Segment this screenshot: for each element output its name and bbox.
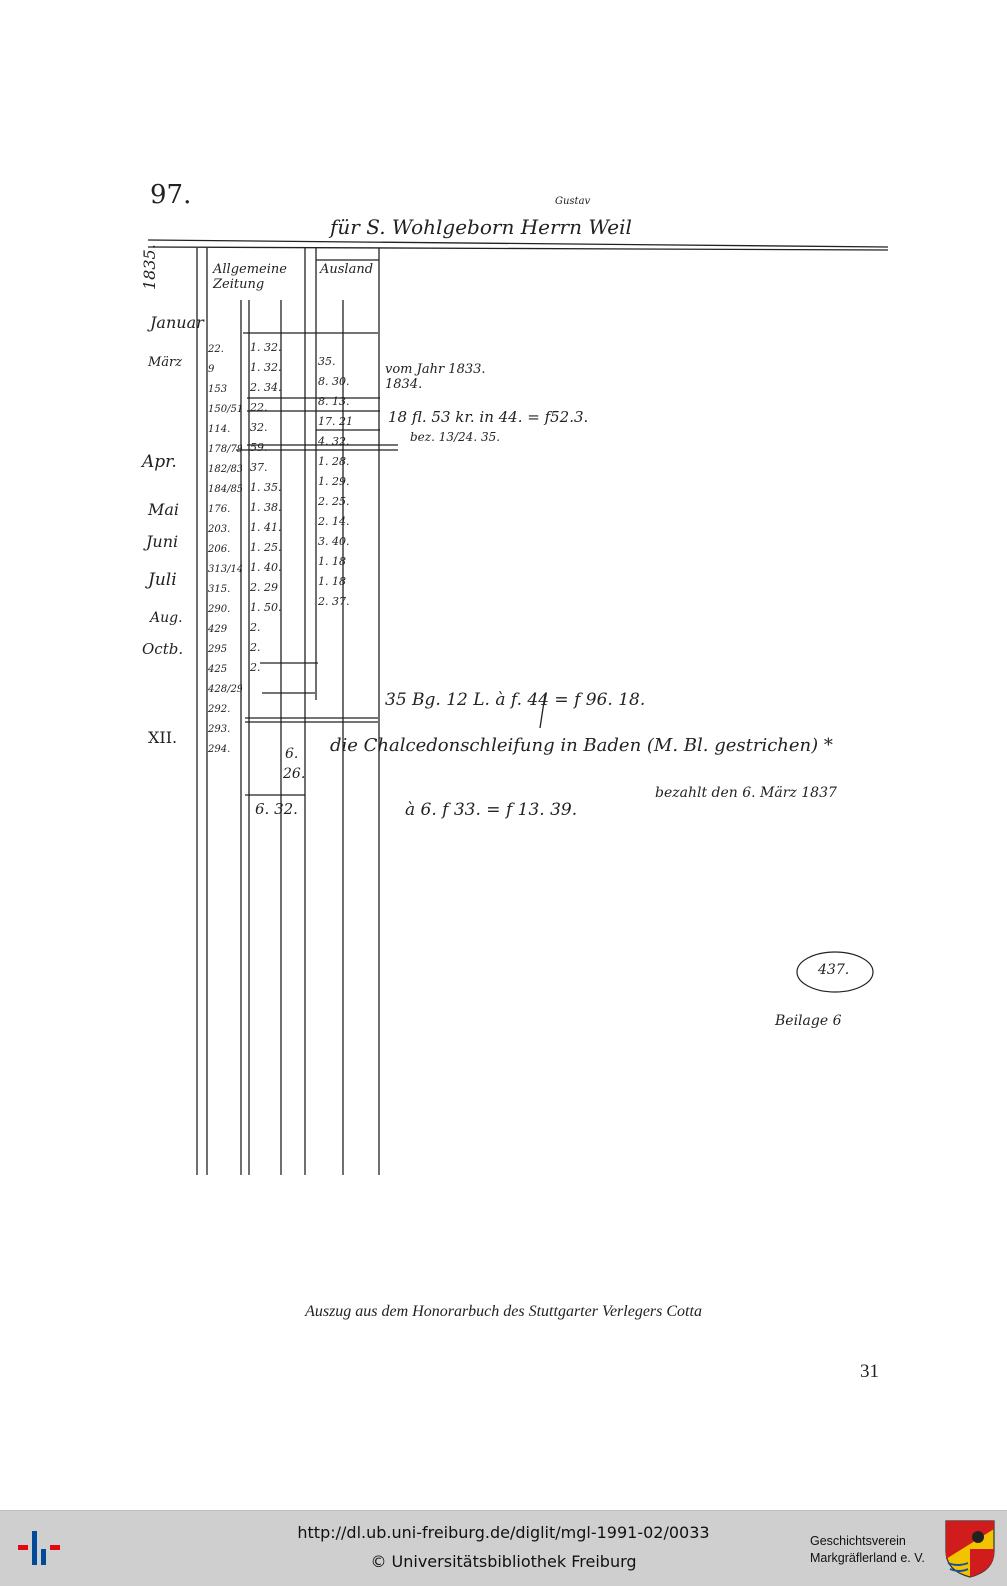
org-line-1: Geschichtsverein [810, 1534, 906, 1548]
org-line-2: Markgräflerland e. V. [810, 1551, 925, 1565]
ledger-entry: 182/83 [208, 464, 242, 475]
numbers-column: 22. 9 153 150/51 114. 178/79 182/83 184/85 176. 2… [208, 340, 242, 760]
ledger-entry: 22. [250, 401, 268, 414]
ledger-entry: 1. 50. [250, 601, 282, 614]
ledger-entry: 184/85 [208, 484, 242, 495]
heading: für S. Wohlgeborn Herrn Weil [330, 215, 632, 239]
ledger-entry: 1. 38. [250, 501, 282, 514]
heading-first-name: Gustav [555, 196, 591, 207]
ledger-entry: 17. 21 [318, 415, 353, 428]
col-header-2: Ausland [320, 262, 374, 277]
ledger-entry: 292. [208, 704, 231, 715]
ledger-entry: 32. [250, 421, 268, 434]
month-6: Juli [148, 570, 177, 590]
page-number: 31 [860, 1361, 879, 1382]
note-bez: bez. 13/24. 35. [410, 430, 501, 444]
amounts-column-2: 35. 8. 30. 8. 13. 17. 21 4. 32. 1. 28. 1. 29. 2… [318, 352, 378, 612]
caption: Auszug aus dem Honorarbuch des Stuttgart… [305, 1303, 702, 1320]
note-sum-xii-calc: à 6. f 33. = f 13. 39. [405, 800, 578, 820]
ub-freiburg-logo-icon[interactable] [18, 1527, 64, 1569]
month-7: Aug. [150, 610, 183, 626]
ledger-entry: 294. [208, 744, 231, 755]
ledger-entry: 313/14. [208, 564, 242, 575]
note-stamp: 437. [818, 962, 850, 978]
note-xii-amount-1: 6. [285, 746, 299, 762]
ledger-entry: 8. 30. [318, 375, 350, 388]
col-header-1: Allgemeine Zeitung [213, 262, 287, 292]
note-bezahlt: bezahlt den 6. März 1837 [655, 785, 837, 801]
ledger-entry: 176. [208, 504, 231, 515]
ledger-entry: 2. [250, 621, 261, 634]
footer-organization: Geschichtsverein Markgräflerland e. V. [810, 1533, 925, 1567]
ledger-entry: 37. [250, 461, 268, 474]
ledger-entry: 1. 35. [250, 481, 282, 494]
ledger-entry: 295 [208, 644, 228, 655]
ledger-entry: 1. 29. [318, 475, 350, 488]
note-beilage: Beilage 6 [775, 1013, 842, 1029]
ledger-entry: 35. [318, 355, 336, 368]
ledger-entry: 2. 14. [318, 515, 350, 528]
ledger-entry: 150/51 [208, 404, 242, 415]
note-sum-xii: 6. 32. [255, 800, 298, 818]
ledger-entry: 178/79 [208, 444, 242, 455]
month-3: Apr. [142, 452, 177, 472]
page-label: 97. [150, 180, 192, 210]
ledger-entry: 22. [208, 344, 224, 355]
ledger-entry: 1. 25. [250, 541, 282, 554]
ledger-entry: 59. [250, 441, 268, 454]
ledger-entry: 315. [208, 584, 231, 595]
note-total-1: 18 fl. 53 kr. in 44. = f52.3. [388, 408, 589, 426]
ledger-entry: 1. 32. [250, 341, 282, 354]
ledger-entry: 8. 13. [318, 395, 350, 408]
ledger-entry: 1. 18 [318, 575, 346, 588]
footer-url-link[interactable]: http://dl.ub.uni-freiburg.de/diglit/mgl-… [297, 1523, 710, 1542]
year: 1835. [140, 244, 159, 290]
scanned-page: 97. Gustav für S. Wohlgeborn Herrn Weil … [140, 180, 889, 1382]
ledger-entry: 3. 40. [318, 535, 350, 548]
month-1: Januar [150, 313, 204, 332]
ledger-entry: 2. 37. [318, 595, 350, 608]
month-8: Octb. [142, 640, 184, 658]
ledger-entry: 114. [208, 424, 231, 435]
ledger-entry: 9 [208, 364, 215, 375]
ledger-entry: 203. [208, 524, 231, 535]
ledger-lines [147, 239, 889, 1175]
note-jahre: vom Jahr 1833. 1834. [385, 362, 486, 392]
ledger-entry: 2. [250, 661, 261, 674]
ledger-entry: 428/29 [208, 684, 242, 695]
ledger-entry: 2. 29 [250, 581, 278, 594]
ledger-entry: 1. 32. [250, 361, 282, 374]
ledger-entry: 2. 25. [318, 495, 350, 508]
ledger-entry: 4. 32. [318, 435, 350, 448]
note-chalcedon: die Chalcedonschleifung in Baden (M. Bl.… [330, 735, 833, 756]
note-xii-amount-2: 26. [283, 766, 306, 782]
note-total-2: 35 Bg. 12 L. à f. 44 = f 96. 18. [385, 690, 646, 710]
ledger-entry: 1. 18 [318, 555, 346, 568]
ledger-entry: 293. [208, 724, 231, 735]
coat-of-arms-icon [945, 1520, 995, 1578]
ledger-entry: 2. 34. [250, 381, 282, 394]
ledger-entry: 1. 28. [318, 455, 350, 468]
footer-bar: http://dl.ub.uni-freiburg.de/diglit/mgl-… [0, 1510, 1007, 1586]
month-9: XII. [148, 728, 178, 747]
ledger-entry: 1. 40. [250, 561, 282, 574]
amounts-column-1: 1. 32. 1. 32. 2. 34. 22. 32. 59. 37. 1. 35. 1. 3… [250, 338, 305, 678]
month-5: Juni [146, 532, 179, 551]
ledger-entry: 425 [208, 664, 228, 675]
ledger-entry: 2. [250, 641, 261, 654]
month-2: März [148, 355, 183, 370]
ledger-entry: 206. [208, 544, 231, 555]
ledger-entry: 1. 41. [250, 521, 282, 534]
ledger-entry: 290. [208, 604, 231, 615]
month-4: Mai [148, 500, 180, 519]
footer-copyright: © Universitätsbibliothek Freiburg [370, 1552, 637, 1571]
ledger-entry: 153 [208, 384, 228, 395]
ledger-entry: 429 [208, 624, 228, 635]
